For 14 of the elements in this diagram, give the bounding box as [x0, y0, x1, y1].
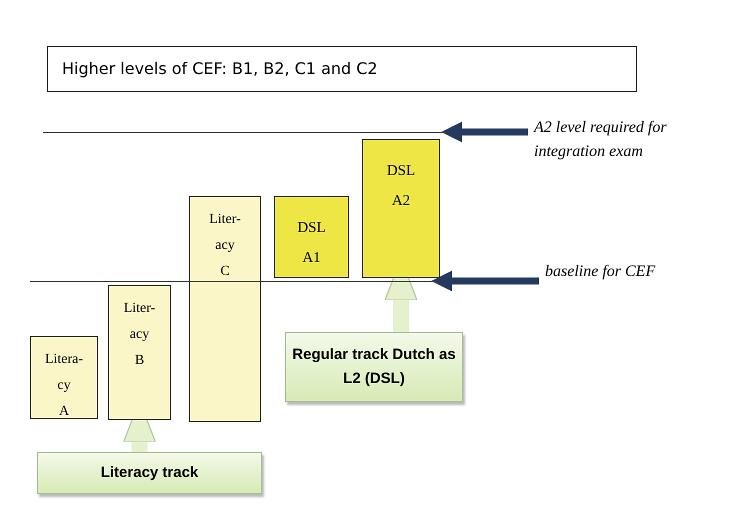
title-box: Higher levels of CEF: B1, B2, C1 and C2 [47, 46, 637, 92]
level-box: DSL A2 [362, 139, 440, 278]
level-box: Litera- cy A [30, 336, 98, 419]
track-box: Literacy track [37, 452, 262, 494]
annotation-text: A2 level required for integration exam [534, 116, 694, 164]
pointer-arrow [431, 270, 539, 292]
pointer-arrow [441, 122, 528, 142]
reference-line [30, 281, 437, 282]
reference-line [43, 132, 447, 133]
annotation-text: baseline for CEF [545, 260, 695, 284]
level-box: Liter- acy C [189, 196, 261, 422]
level-box: DSL A1 [274, 196, 349, 278]
track-box: Regular track Dutch as L2 (DSL) [285, 332, 463, 402]
level-box: Liter- acy B [108, 285, 171, 420]
